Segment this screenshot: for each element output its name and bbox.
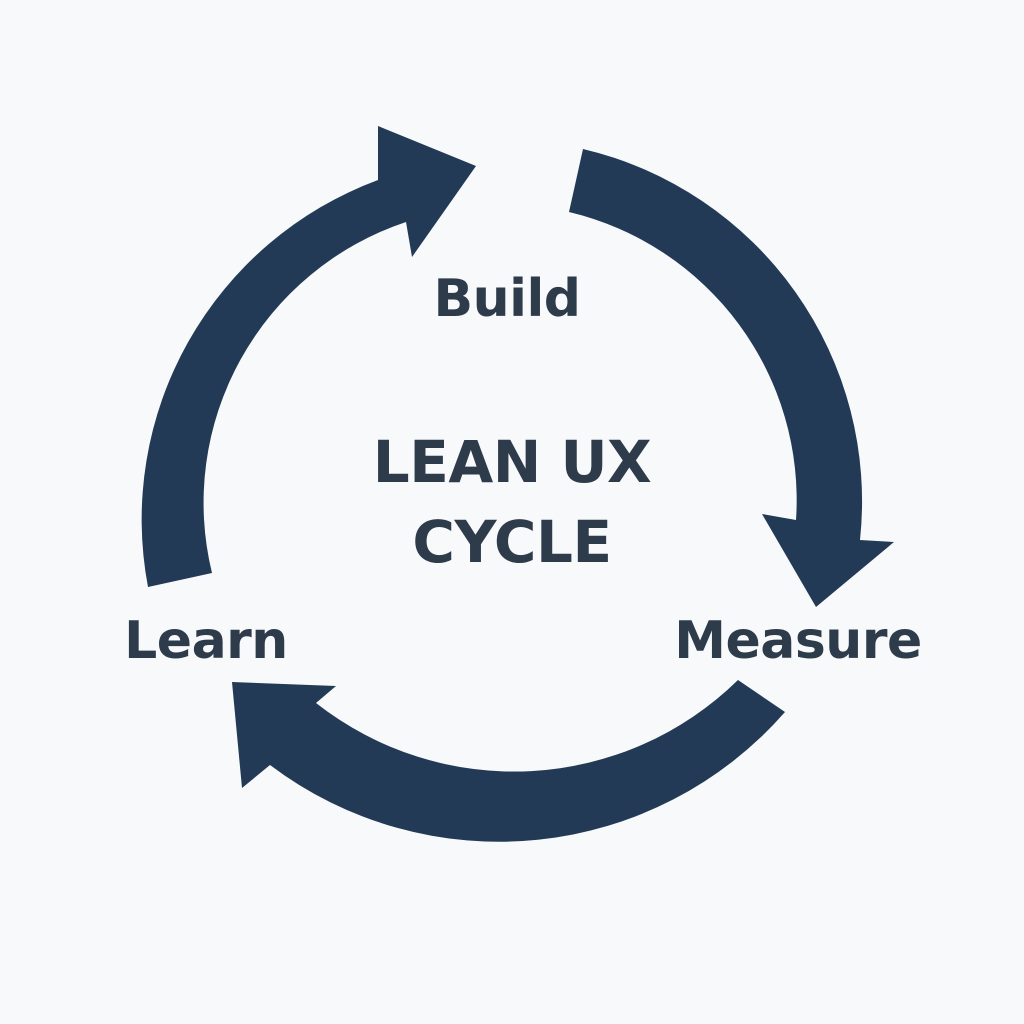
arrow-learn-to-build [141,126,476,587]
stage-label-learn: Learn [124,611,288,671]
title-line-2: CYCLE [412,508,612,576]
arrow-measure-to-learn [232,680,785,842]
stage-label-measure: Measure [674,611,922,671]
stage-label-build: Build [433,269,581,329]
diagram-title: LEAN UX CYCLE [373,422,652,582]
arrow-build-to-measure [569,149,894,607]
title-line-1: LEAN UX [372,428,652,496]
